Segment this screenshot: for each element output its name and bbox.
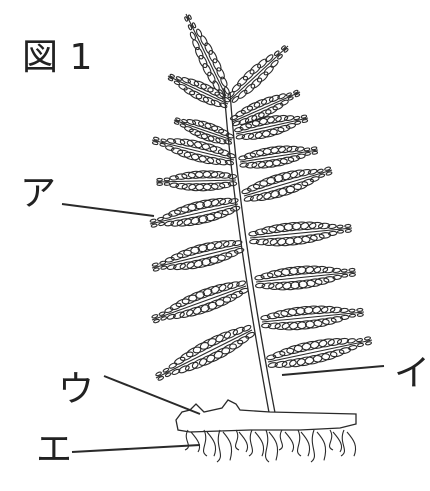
frond-pinna [152, 280, 249, 323]
root-strand [207, 432, 216, 456]
root-strand [236, 430, 239, 450]
frond-pinna [152, 239, 244, 271]
figure-title: 図 1 [22, 40, 92, 76]
root-strand [285, 432, 294, 452]
root-strand [341, 430, 344, 456]
root-strand [330, 430, 333, 450]
fern-rhizome [176, 400, 356, 432]
frond-pinna [150, 197, 240, 227]
root-strand [333, 432, 342, 452]
frond-pinna [230, 90, 300, 127]
fern-stem [224, 88, 276, 418]
fern-fronds [150, 14, 372, 381]
frond-pinna [249, 221, 352, 246]
root-strand [249, 430, 252, 456]
frond-pinna [261, 305, 364, 330]
root-strand [217, 430, 220, 462]
root-strand [266, 430, 269, 462]
root-strand [204, 430, 207, 456]
label-a: ア [20, 176, 56, 212]
root-strand [269, 432, 278, 460]
frond-pinna [152, 137, 236, 166]
root-strand [347, 432, 356, 456]
frond-pinna [155, 324, 255, 381]
frond-pinna [266, 336, 372, 368]
root-strand [317, 432, 326, 460]
label-u: ウ [58, 372, 94, 408]
frond-pinna [239, 145, 318, 169]
leader-i [282, 366, 384, 375]
leader-u [104, 376, 200, 414]
frond-pinna [255, 265, 356, 290]
root-strand [223, 432, 232, 460]
label-e: エ [36, 432, 72, 468]
root-strand [311, 430, 314, 462]
leader-a [62, 204, 154, 216]
frond-pinna [174, 118, 234, 145]
root-strand [298, 430, 301, 456]
frond-pinna [156, 171, 237, 191]
leader-e [72, 445, 200, 452]
root-strand [255, 432, 264, 456]
root-strand [301, 432, 310, 456]
root-strand [185, 430, 188, 450]
root-strand [279, 430, 282, 450]
fern-roots [185, 430, 356, 462]
root-strand [191, 432, 200, 452]
frond-pinna [241, 167, 332, 203]
root-strand [239, 432, 248, 452]
label-i: イ [394, 356, 430, 392]
